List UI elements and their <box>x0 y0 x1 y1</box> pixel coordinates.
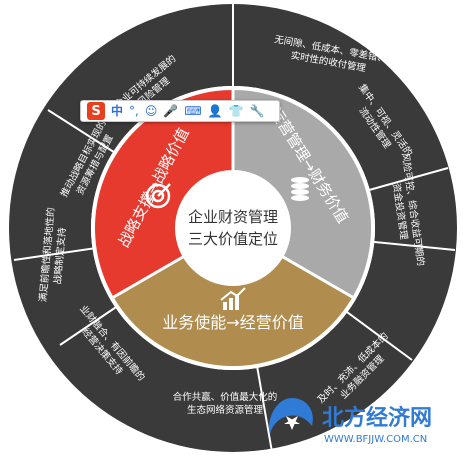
growth-chart-icon <box>220 287 246 310</box>
svg-text:业务使能→经营价值: 业务使能→经营价值 <box>162 313 303 332</box>
watermark-logo-icon <box>269 398 313 434</box>
sogou-logo-icon[interactable]: S <box>87 102 105 120</box>
center-title-line1: 企业财资管理 <box>188 208 278 226</box>
target-icon <box>145 183 171 209</box>
segment-operation-label: 业务使能→经营价值 <box>162 313 303 332</box>
watermark-url: WWW.BFJJW.COM.CN <box>324 434 427 445</box>
watermark-brand: 北方经济网 <box>322 405 432 431</box>
ime-toolbar[interactable]: S 中 °, ☺ 🎤 ⌨ 👤 👕 🔧 <box>80 100 280 122</box>
svg-text:生态网络资源管理: 生态网络资源管理 <box>187 404 264 416</box>
skin-icon[interactable]: 👕 <box>228 104 244 118</box>
svg-text:战略制定支持: 战略制定支持 <box>52 226 69 284</box>
emoji-icon[interactable]: ☺ <box>144 104 158 118</box>
user-icon[interactable]: 👤 <box>207 104 223 118</box>
svg-text:合作共赢、价值最大化的: 合作共赢、价值最大化的 <box>173 391 278 403</box>
watermark: 北方经济网 WWW.BFJJW.COM.CN <box>269 398 432 445</box>
keyboard-icon[interactable]: ⌨ <box>184 104 202 118</box>
punctuation-icon[interactable]: °, <box>129 104 139 118</box>
lang-toggle-icon[interactable]: 中 <box>111 104 124 118</box>
coins-icon <box>291 177 309 201</box>
microphone-icon[interactable]: 🎤 <box>163 104 179 118</box>
outer-text-ecosystem: 合作共赢、价值最大化的 生态网络资源管理 <box>173 391 278 416</box>
center-title-line2: 三大价值定位 <box>188 230 278 248</box>
settings-wrench-icon[interactable]: 🔧 <box>249 104 265 118</box>
center-circle <box>175 170 291 286</box>
